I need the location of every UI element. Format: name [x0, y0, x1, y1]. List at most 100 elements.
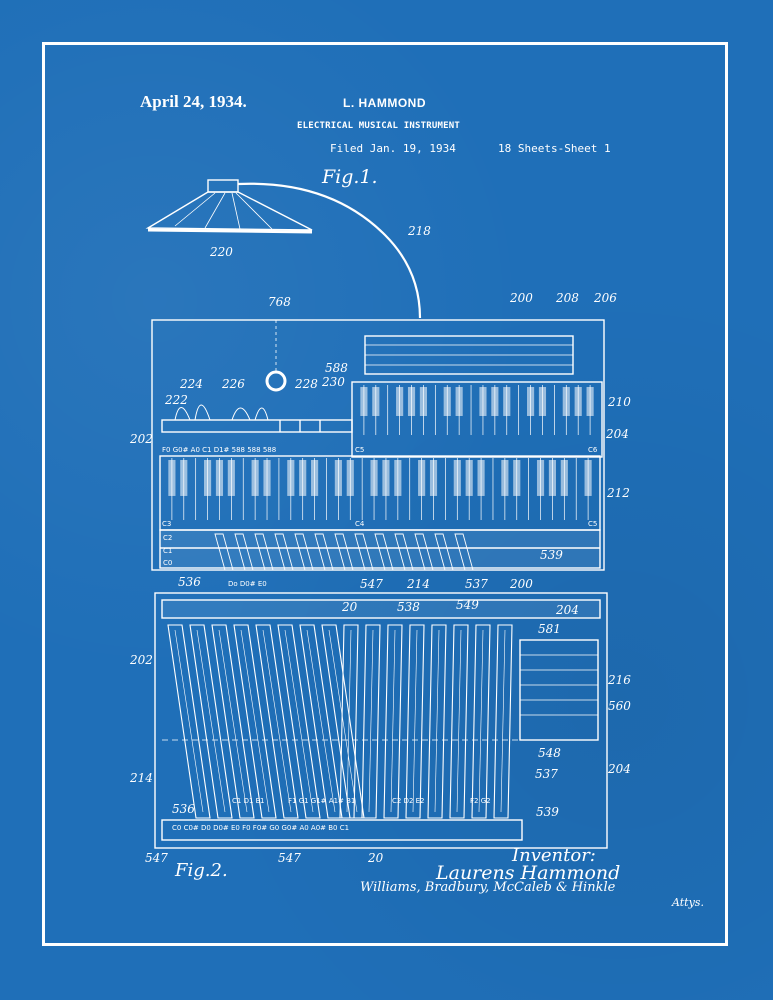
upper-sharp-key [360, 387, 368, 416]
fig2-pedal [233, 624, 277, 819]
lower-sharp-key [215, 460, 224, 496]
fig2-pedal-inner [284, 629, 314, 813]
fig2-pedal [471, 624, 491, 819]
ref-547c: 547 [278, 851, 301, 865]
fig1-pedal [394, 533, 414, 571]
lower-sharp-key [180, 460, 188, 496]
fig2-pedal-inner [262, 629, 292, 813]
fig1-pedal [254, 533, 274, 571]
blueprint-border [42, 42, 728, 946]
patent-date: April 24, 1934. [140, 92, 247, 111]
fig2-pedal-inner [196, 629, 226, 813]
note-c1: C1 [163, 547, 172, 555]
ref-768: 768 [268, 295, 291, 309]
ref-200: 200 [509, 291, 533, 305]
ref-20b: 20 [367, 851, 384, 865]
lower-sharp-key [227, 460, 235, 496]
lower-sharp-key [536, 460, 545, 496]
pedal-keys-fig2 [167, 624, 513, 819]
note-fig2-left: C1 D1 E1 [232, 797, 265, 805]
ref-230: 230 [321, 375, 345, 389]
speaker-drawing [145, 179, 422, 319]
ref-539b: 539 [536, 805, 559, 819]
lower-sharp-key [311, 460, 319, 496]
lower-sharp-key [251, 460, 259, 496]
lower-sharp-key [334, 460, 342, 496]
fig2-pedal [211, 624, 255, 819]
ref-204b: 204 [555, 603, 579, 617]
fig2-pedal [255, 624, 299, 819]
ref-200b: 200 [509, 577, 533, 591]
fig1-pedal [374, 533, 394, 571]
ref-214: 214 [406, 577, 430, 591]
filed-date: Filed Jan. 19, 1934 [330, 142, 456, 155]
ref-220: 220 [209, 245, 233, 259]
ref-206: 206 [593, 291, 617, 305]
ref-210: 210 [607, 395, 631, 409]
note-low-row: Do D0# E0 [228, 580, 267, 588]
fig2-pedal-inner [368, 629, 374, 813]
lower-sharp-key [263, 460, 271, 496]
upper-sharp-key [562, 387, 570, 416]
lower-sharp-key [346, 460, 354, 496]
ref-537b: 537 [535, 767, 558, 781]
lower-sharp-key [453, 460, 461, 496]
ref-224: 224 [179, 377, 203, 391]
note-c2: C2 [163, 534, 172, 542]
fig2-pedal-inner [306, 629, 336, 813]
ref-581: 581 [538, 622, 561, 636]
upper-sharp-key [455, 387, 463, 416]
ref-538: 538 [397, 600, 420, 614]
lower-sharp-key [204, 460, 212, 496]
fig2-pedal [449, 624, 469, 819]
ref-228: 228 [294, 377, 318, 391]
lower-sharp-key [168, 460, 176, 496]
lower-sharp-key [513, 460, 521, 496]
note-c4: C4 [355, 520, 365, 528]
ref-214b: 214 [129, 771, 153, 785]
ref-548: 548 [538, 746, 561, 760]
ref-588: 588 [325, 361, 348, 375]
fig2-pedal-inner [346, 629, 352, 813]
attorneys-label: Attys. [672, 896, 704, 909]
fig1-pedal [294, 533, 314, 571]
patent-inventor: L. HAMMOND [343, 96, 426, 110]
fig2-pedal-inner [328, 629, 358, 813]
lower-sharp-key [501, 460, 509, 496]
fig2-pedal [277, 624, 321, 819]
fig1-pedal [434, 533, 454, 571]
fig2-pedal-inner [434, 629, 440, 813]
fig1-pedal [334, 533, 354, 571]
upper-sharp-key [527, 387, 535, 416]
reference-numerals: 220 218 768 200 208 206 224 226 222 228 … [129, 224, 631, 865]
fig2-pedal [189, 624, 233, 819]
lower-sharp-key [465, 460, 473, 496]
ref-560: 560 [608, 699, 631, 713]
fig2-pedal [339, 624, 359, 819]
ref-204c: 204 [607, 762, 631, 776]
note-fig2-low: C0 C0# D0 D0# E0 F0 F0# G0 G0# A0 A0# B0… [172, 824, 349, 832]
upper-sharp-key [443, 387, 451, 416]
lower-sharp-key [548, 460, 556, 496]
figure-2-label: Fig.2. [175, 860, 228, 881]
lower-sharp-key [394, 460, 402, 496]
lower-sharp-key [429, 460, 438, 496]
fig1-pedal [214, 533, 234, 571]
fig2-pedal-inner [218, 629, 248, 813]
ref-549: 549 [456, 598, 479, 612]
ref-539: 539 [540, 548, 563, 562]
note-row1: F0 G0# A0 C1 D1# 588 588 588 [162, 446, 276, 454]
upper-sharp-key [396, 387, 404, 416]
lower-sharp-key [477, 460, 485, 496]
fig2-pedal-inner [478, 629, 484, 813]
ref-222: 222 [164, 393, 188, 407]
upper-sharp-key [538, 387, 547, 416]
note-c3: C3 [162, 520, 171, 528]
fig2-pedal-inner [456, 629, 462, 813]
note-c6: C6 [588, 446, 598, 454]
fig2-pedal [493, 624, 513, 819]
upper-sharp-key [491, 387, 499, 416]
upper-manual-keys [351, 385, 603, 435]
upper-sharp-key [586, 387, 594, 416]
